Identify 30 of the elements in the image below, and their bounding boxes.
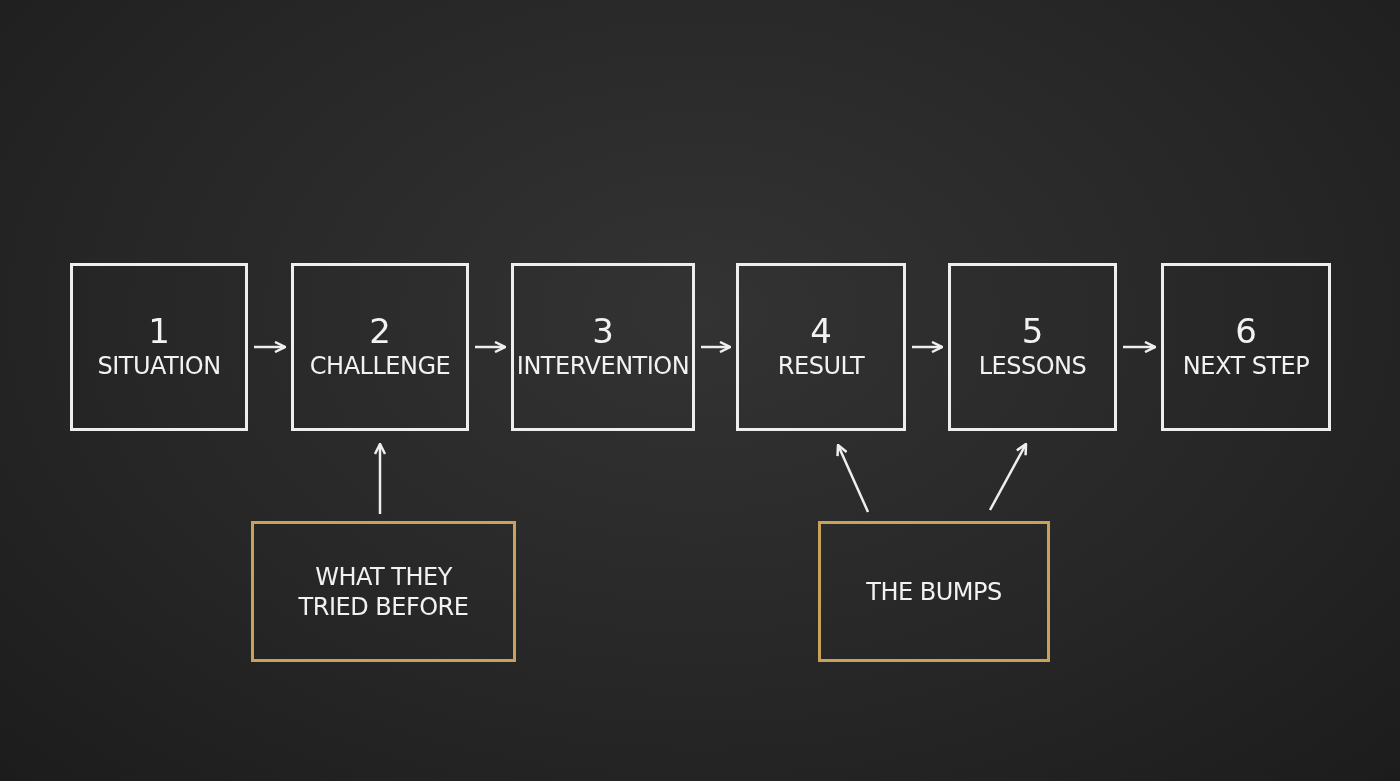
arrow <box>701 340 732 354</box>
step-number: 5 <box>1020 313 1045 351</box>
step-label: WHAT THEY TRIED BEFORE <box>297 561 470 622</box>
step-number: 2 <box>368 313 392 351</box>
note-box <box>818 521 1050 662</box>
step-box <box>1161 263 1331 431</box>
step-box <box>70 263 248 431</box>
step-label: RESULT <box>776 350 866 381</box>
arrow <box>254 340 287 354</box>
arrow <box>1123 340 1157 354</box>
step-number: 6 <box>1234 313 1258 351</box>
arrow <box>475 340 507 354</box>
arrow <box>988 442 1028 511</box>
step-label: THE BUMPS <box>865 576 1003 607</box>
step-number: 1 <box>147 313 171 351</box>
step-label: NEXT STEP <box>1181 350 1311 381</box>
step-number: 3 <box>591 313 615 351</box>
step-label: INTERVENTION <box>515 350 691 381</box>
arrow <box>836 443 870 513</box>
step-label: CHALLENGE <box>308 350 452 381</box>
step-label: LESSONS <box>977 350 1088 381</box>
step-box <box>736 263 906 431</box>
step-box <box>948 263 1117 431</box>
step-number: 4 <box>809 313 833 351</box>
step-box <box>291 263 469 431</box>
step-label: SITUATION <box>96 350 222 381</box>
note-box <box>251 521 516 662</box>
arrow <box>373 442 387 514</box>
arrow <box>912 340 944 354</box>
step-box <box>511 263 695 431</box>
